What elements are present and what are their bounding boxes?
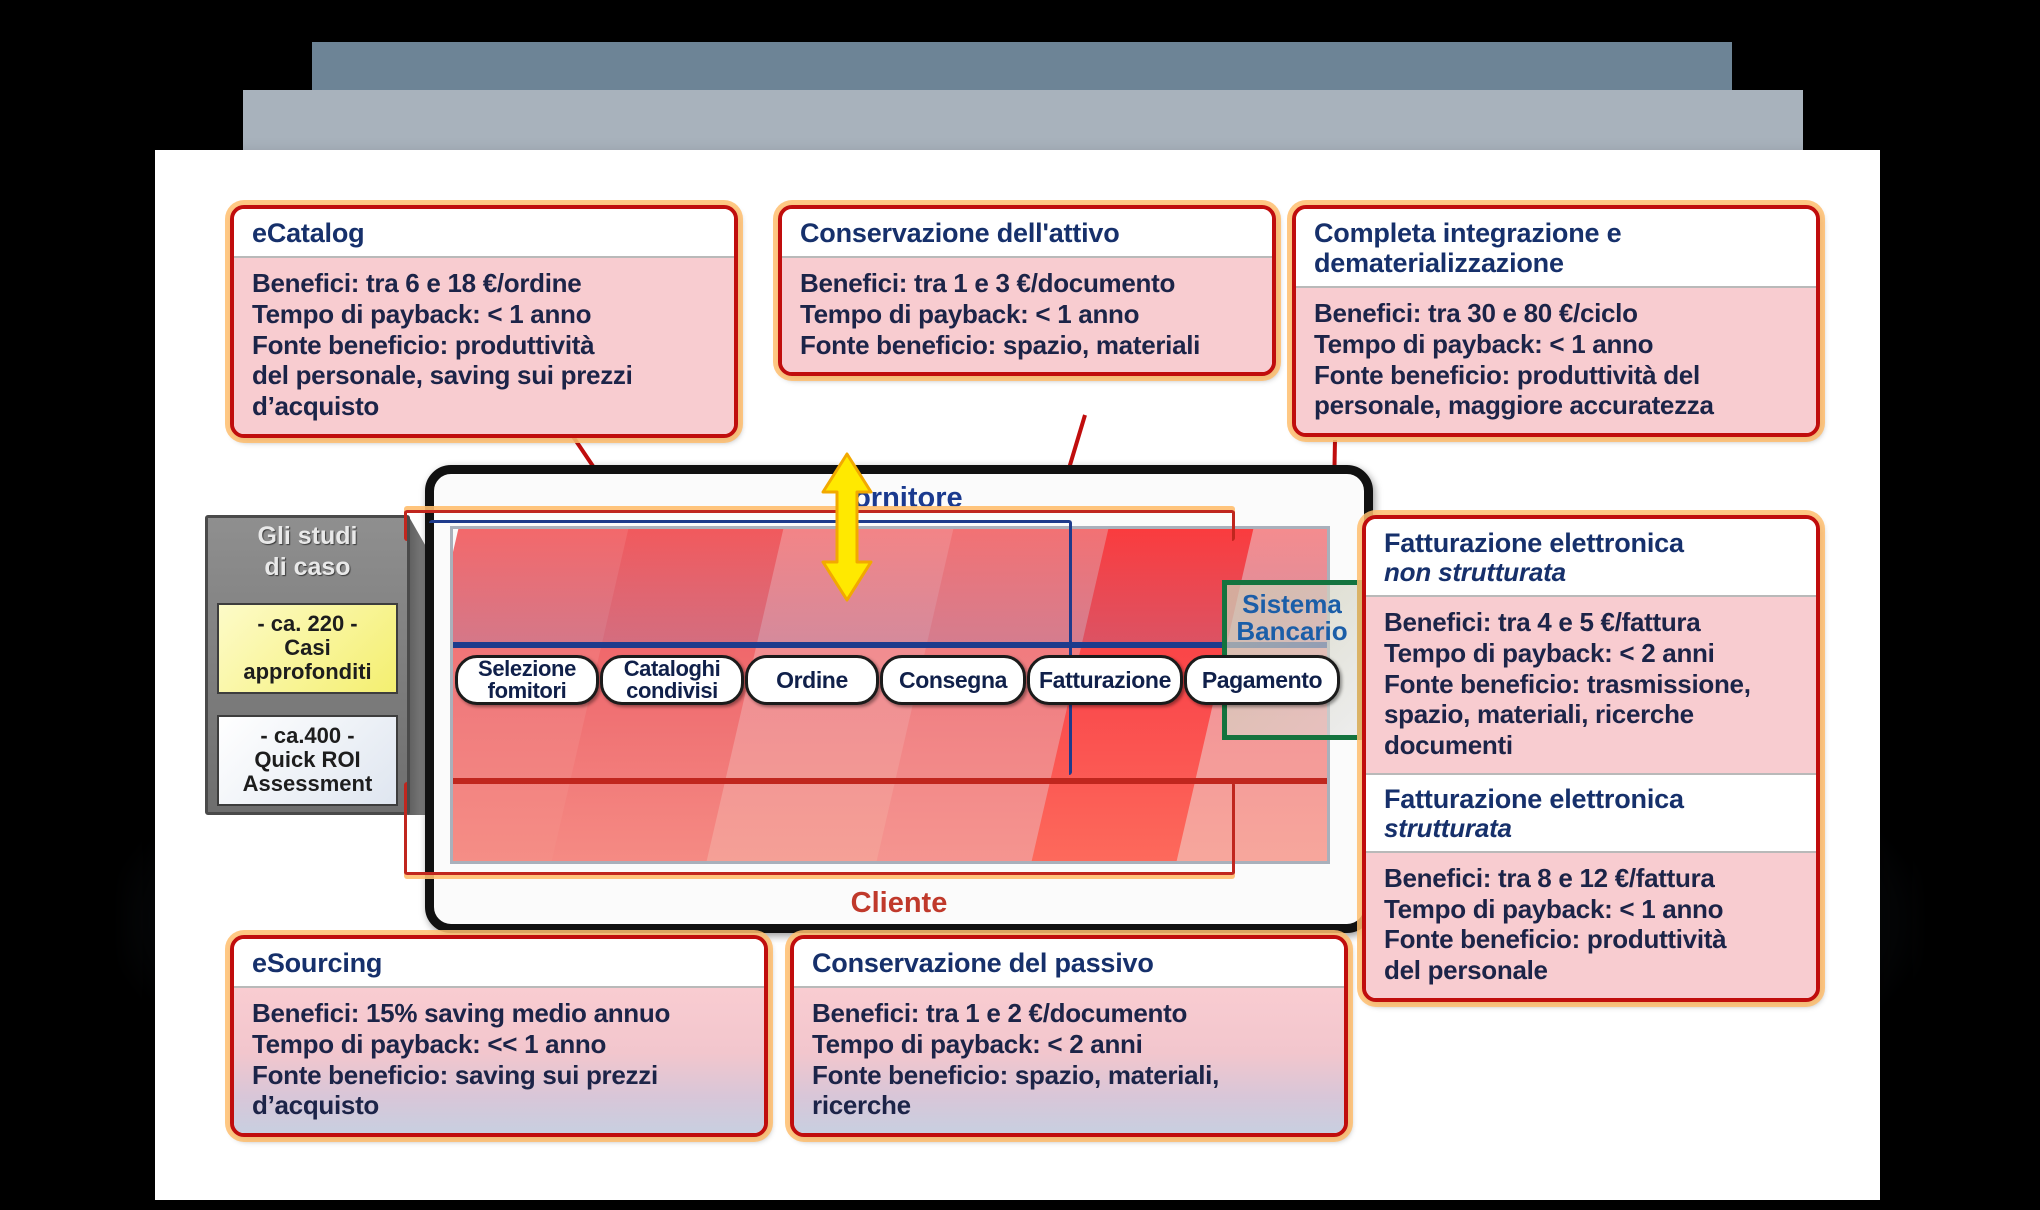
- callout-line: Fonte beneficio: produttività: [252, 329, 595, 360]
- step-label: condivisi: [626, 678, 718, 703]
- callout-title-text: Fatturazione elettronica: [1384, 528, 1684, 558]
- case-label-2: approfonditi: [243, 659, 372, 685]
- step-label: fomitori: [487, 678, 567, 703]
- case-study-card-deep[interactable]: - ca. 220 - Casi approfonditi: [217, 603, 398, 694]
- callout-conservazione-attivo[interactable]: Conservazione dell'attivo Benefici: tra …: [778, 205, 1276, 377]
- callout-title: Conservazione dell'attivo: [782, 209, 1272, 257]
- callout-line: Fonte beneficio: saving sui prezzi: [252, 1059, 658, 1090]
- callout-line: Tempo di payback: < 2 anni: [1384, 638, 1715, 669]
- step-label: Selezione: [478, 656, 576, 682]
- banking-system-label: Sistema Bancario: [1227, 589, 1357, 647]
- callout-line: Tempo di payback: < 1 anno: [1384, 893, 1724, 924]
- callout-subtitle-text: non strutturata: [1384, 557, 1566, 588]
- callout-body: Benefici: tra 1 e 2 €/documento Tempo di…: [794, 986, 1344, 1133]
- step-label: Pagamento: [1201, 666, 1323, 693]
- header-bar-dark: [312, 42, 1732, 90]
- callout-line: spazio, materiali, ricerche: [1384, 699, 1694, 730]
- callout-line: Benefici: tra 1 e 3 €/documento: [800, 268, 1176, 299]
- case-count: - ca.400 -: [260, 723, 355, 748]
- step-pagamento[interactable]: Pagamento: [1184, 655, 1340, 705]
- callout-line: documenti: [1384, 730, 1513, 761]
- case-study-card-roi[interactable]: - ca.400 - Quick ROI Assessment: [217, 715, 398, 806]
- callout-line: del personale, saving sui prezzi: [252, 360, 633, 391]
- callout-title: eCatalog: [234, 209, 734, 257]
- case-count: - ca. 220 -: [257, 611, 358, 636]
- case-label-2: Assessment: [242, 771, 373, 797]
- callout-line: Tempo di payback: < 1 anno: [800, 298, 1140, 329]
- case-label-1: Casi: [284, 635, 331, 661]
- step-consegna[interactable]: Consegna: [880, 655, 1026, 705]
- banking-system-line1: Sistema: [1242, 589, 1342, 619]
- case-label-1: Quick ROI: [254, 747, 361, 773]
- callout-body: Benefici: tra 6 e 18 €/ordine Tempo di p…: [234, 256, 734, 434]
- callout-title-text: eSourcing: [252, 948, 383, 978]
- step-label: Cataloghi: [623, 656, 721, 682]
- callout-body: Benefici: tra 30 e 80 €/ciclo Tempo di p…: [1296, 286, 1816, 434]
- callout-conservazione-passivo[interactable]: Conservazione del passivo Benefici: tra …: [790, 935, 1348, 1137]
- callout-title: Completa integrazione e dematerializzazi…: [1296, 209, 1816, 287]
- step-label: Consegna: [899, 666, 1007, 693]
- step-fatturazione[interactable]: Fatturazione: [1027, 655, 1183, 705]
- case-studies-title: Gli studi di caso: [205, 521, 410, 584]
- callout-line: Benefici: 15% saving medio annuo: [252, 998, 671, 1029]
- callout-title-text: eCatalog: [252, 218, 365, 248]
- callout-line: Benefici: tra 4 e 5 €/fattura: [1384, 607, 1701, 638]
- case-studies-title-line1: Gli studi: [257, 522, 358, 550]
- header-bar-light: [243, 90, 1803, 150]
- callout-line: Tempo di payback: << 1 anno: [252, 1028, 607, 1059]
- callout-fatturazione-elettronica-group[interactable]: Fatturazione elettronica non strutturata…: [1362, 515, 1820, 1002]
- step-cataloghi-condivisi[interactable]: Cataloghi condivisi: [600, 655, 744, 705]
- callout-title: Fatturazione elettronica non strutturata: [1366, 519, 1816, 596]
- callout-body: Benefici: tra 4 e 5 €/fattura Tempo di p…: [1366, 595, 1816, 773]
- callout-line: del personale: [1384, 955, 1548, 986]
- step-ordine[interactable]: Ordine: [745, 655, 879, 705]
- callout-line: d’acquisto: [252, 390, 380, 421]
- callout-body: Benefici: 15% saving medio annuo Tempo d…: [234, 986, 764, 1133]
- case-studies-panel: Gli studi di caso - ca. 220 - Casi appro…: [205, 515, 432, 815]
- supplier-line: [450, 642, 1330, 648]
- callout-line: Tempo di payback: < 1 anno: [252, 298, 592, 329]
- callout-line: Fonte beneficio: produttività: [1384, 924, 1727, 955]
- callout-line: Benefici: tra 6 e 18 €/ordine: [252, 268, 582, 299]
- callout-line: Fonte beneficio: trasmissione,: [1384, 668, 1751, 699]
- callout-line: Benefici: tra 8 e 12 €/fattura: [1384, 863, 1715, 894]
- banking-system-line2: Bancario: [1236, 616, 1348, 647]
- callout-title: Conservazione del passivo: [794, 939, 1344, 987]
- bidirectional-arrow-icon: [821, 452, 873, 602]
- callout-title: eSourcing: [234, 939, 764, 987]
- customer-line: [450, 778, 1330, 784]
- callout-ecatalog[interactable]: eCatalog Benefici: tra 6 e 18 €/ordine T…: [230, 205, 738, 438]
- callout-subtitle-text: strutturata: [1384, 812, 1512, 843]
- callout-line: Benefici: tra 30 e 80 €/ciclo: [1314, 298, 1638, 329]
- supplier-divider: [450, 526, 1330, 644]
- callout-completa-integrazione[interactable]: Completa integrazione e dematerializzazi…: [1292, 205, 1820, 438]
- callout-title-text: Conservazione dell'attivo: [800, 218, 1120, 248]
- supplier-inner-loop: [429, 520, 1072, 775]
- step-selezione-fornitori[interactable]: Selezione fomitori: [455, 655, 599, 705]
- callout-body: Benefici: tra 8 e 12 €/fattura Tempo di …: [1366, 851, 1816, 998]
- callout-line: ricerche: [812, 1090, 911, 1121]
- supplier-loop: [404, 510, 1235, 541]
- callout-body: Benefici: tra 1 e 3 €/documento Tempo di…: [782, 256, 1272, 373]
- callout-line: personale, maggiore accuratezza: [1314, 390, 1714, 421]
- callout-line: Tempo di payback: < 2 anni: [812, 1028, 1143, 1059]
- step-label: Fatturazione: [1039, 666, 1171, 693]
- callout-title-text: Completa integrazione e dematerializzazi…: [1314, 218, 1622, 279]
- callout-line: Fonte beneficio: produttività del: [1314, 359, 1700, 390]
- callout-line: Tempo di payback: < 1 anno: [1314, 329, 1654, 360]
- callout-esourcing[interactable]: eSourcing Benefici: 15% saving medio ann…: [230, 935, 768, 1137]
- process-bands: [450, 526, 1330, 864]
- step-label: Ordine: [776, 666, 848, 693]
- customer-loop: [404, 782, 1235, 875]
- callout-line: Fonte beneficio: spazio, materiali,: [812, 1059, 1220, 1090]
- callout-line: d’acquisto: [252, 1090, 380, 1121]
- case-studies-title-line2: di caso: [264, 553, 351, 582]
- callout-line: Fonte beneficio: spazio, materiali: [800, 329, 1201, 360]
- callout-title-text: Conservazione del passivo: [812, 948, 1154, 978]
- callout-title-text: Fatturazione elettronica: [1384, 783, 1684, 814]
- callout-line: Benefici: tra 1 e 2 €/documento: [812, 998, 1188, 1029]
- callout-title: Fatturazione elettronica strutturata: [1366, 772, 1816, 852]
- customer-label: Cliente: [850, 887, 948, 919]
